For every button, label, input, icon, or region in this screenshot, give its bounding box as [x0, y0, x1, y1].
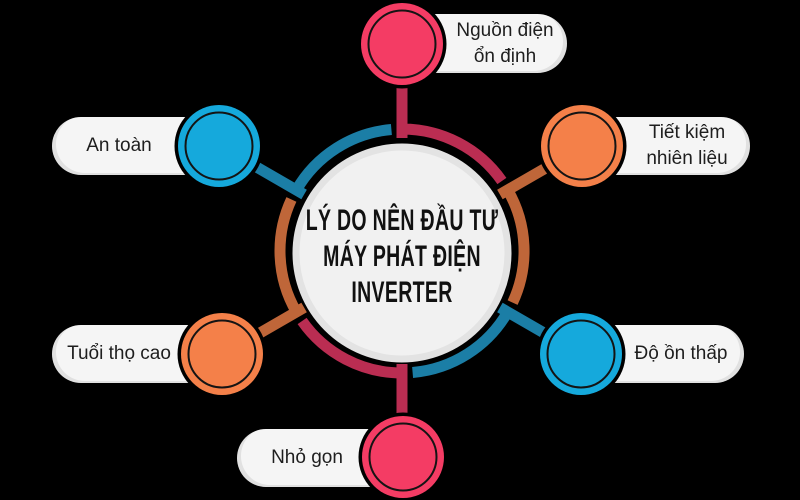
label-line: ổn định	[473, 45, 537, 67]
node-dot-inner-ring	[187, 319, 257, 389]
node-dot-fill	[181, 313, 263, 395]
connector-hook-top-left	[250, 124, 392, 200]
node-dot-inner-ring	[368, 422, 438, 492]
label-line: Tuổi thọ cao	[67, 343, 171, 364]
center-title-line-1: LÝ DO NÊN ĐẦU TƯ	[305, 204, 499, 237]
label-line: Độ ồn thấp	[634, 343, 728, 364]
node-dot-inner-ring	[547, 111, 617, 181]
node-dot-fill	[362, 416, 444, 498]
center-circle-rim	[292, 143, 512, 363]
label-line: Tiết kiệm	[648, 122, 726, 143]
label-line: nhiên liệu	[646, 148, 728, 169]
node-dot-inner-ring	[546, 319, 616, 389]
connector-hook-top	[396, 79, 507, 185]
center-title-line-2: MÁY PHÁT ĐIỆN	[323, 240, 481, 273]
node-dot-bottom-left	[177, 309, 267, 399]
node-dot-top	[357, 0, 447, 89]
node-dot-fill	[540, 313, 622, 395]
node-dot-top-left	[174, 101, 264, 191]
node-dot-bottom	[358, 412, 448, 500]
connector-hook-bottom-left	[250, 197, 307, 342]
connector-hook-top-right	[497, 160, 554, 305]
label-line: Nhỏ gọn	[271, 447, 343, 468]
node-dot-bottom-right	[536, 309, 626, 399]
node-dot-fill	[361, 3, 443, 85]
node-dot-inner-ring	[367, 9, 437, 79]
node-dot-fill	[178, 105, 260, 187]
label-line: Nguồn điện	[456, 19, 554, 41]
node-dot-inner-ring	[184, 111, 254, 181]
center-circle	[296, 147, 508, 359]
center-title-line-3: INVERTER	[351, 276, 453, 309]
node-dot-top-right	[537, 101, 627, 191]
label-line: An toàn	[86, 135, 152, 156]
node-dot-fill	[541, 105, 623, 187]
center-title: LÝ DO NÊN ĐẦU TƯ MÁY PHÁT ĐIỆN INVERTER	[298, 203, 506, 311]
